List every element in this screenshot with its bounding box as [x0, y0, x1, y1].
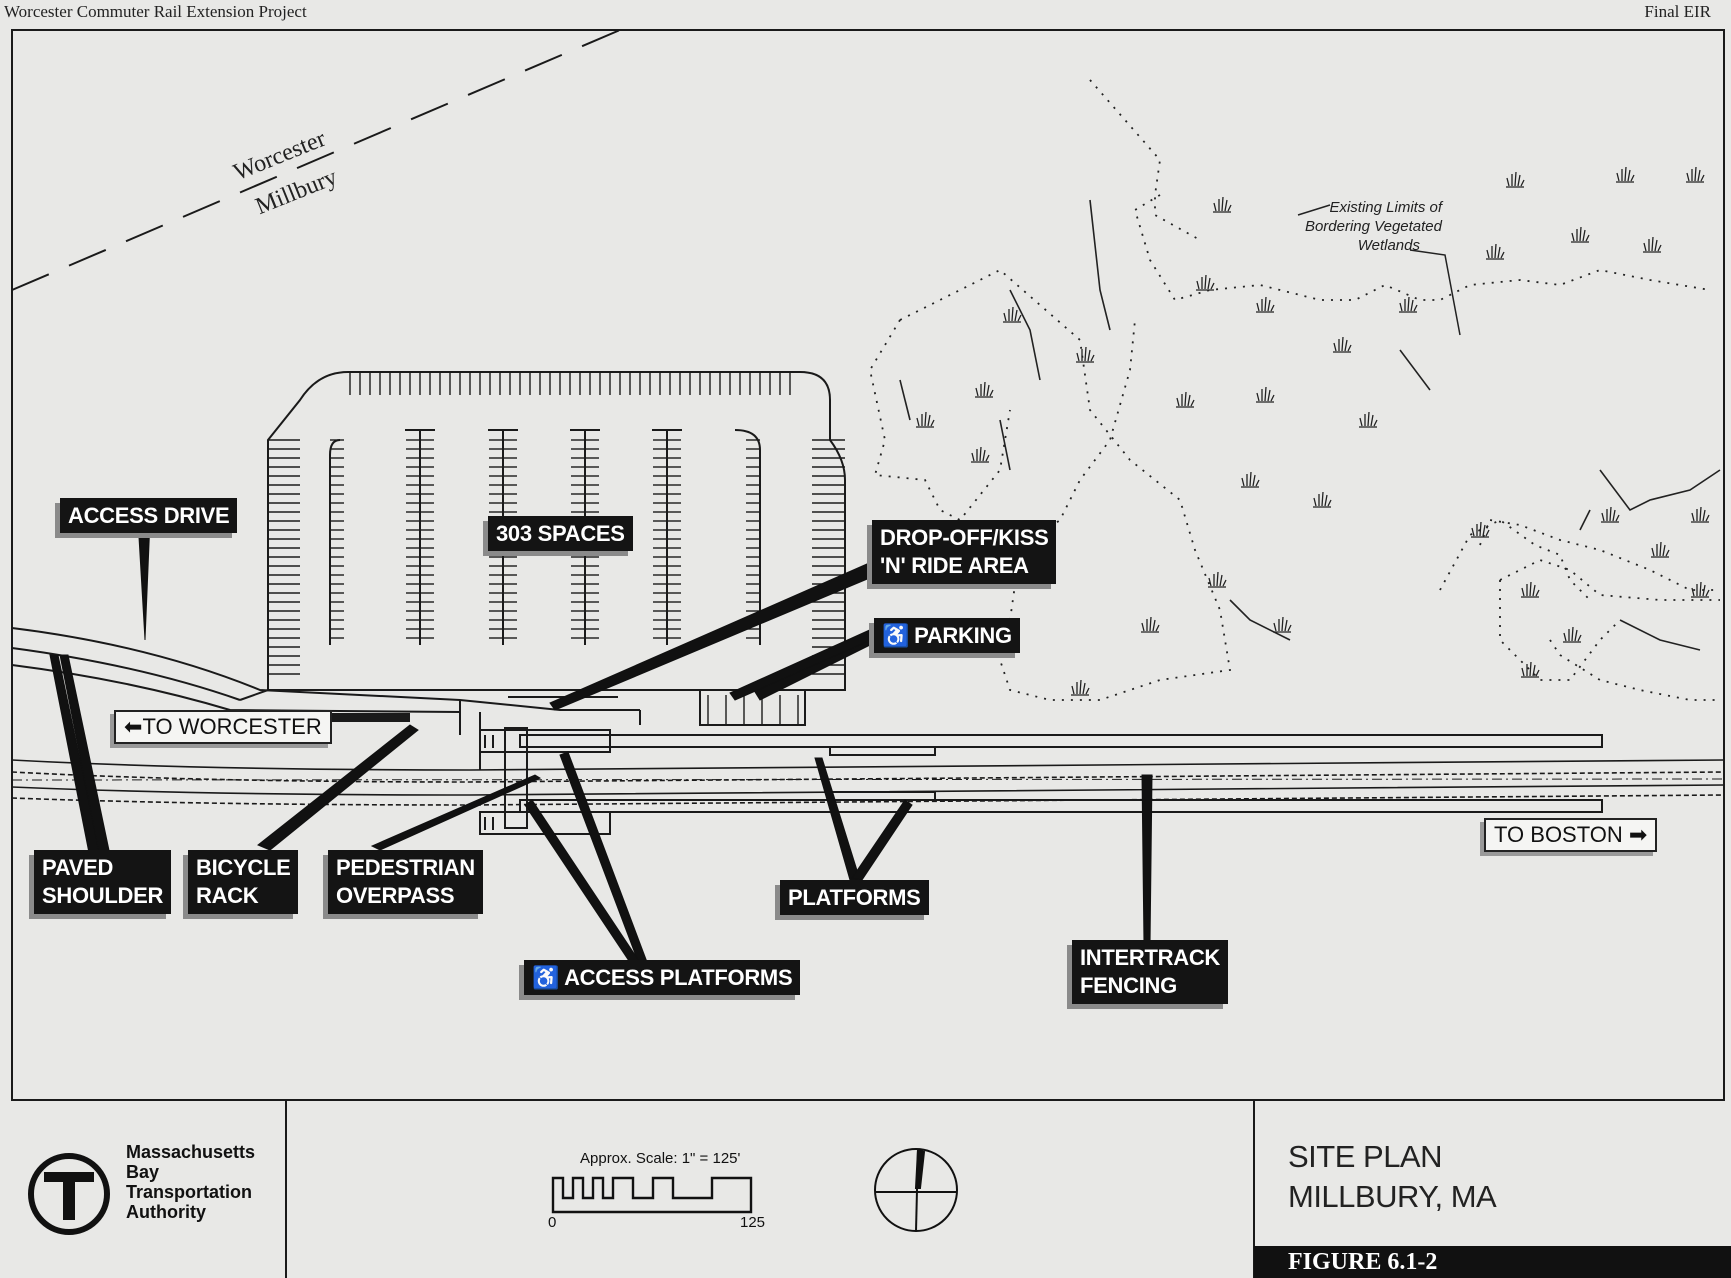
label-intertrack-line: INTERTRACK	[1080, 945, 1220, 970]
agency-name-line: Transportation	[126, 1182, 253, 1202]
parking-lot	[239, 371, 846, 701]
label-303-spaces: 303 SPACES	[488, 516, 633, 551]
wetland-boundaries	[869, 79, 1720, 701]
wheelchair-icon: ♿	[882, 623, 910, 648]
document-type: Final EIR	[1644, 2, 1711, 21]
map-frame	[11, 29, 1725, 1101]
label-access-drive-text: ACCESS DRIVE	[68, 503, 230, 528]
label-parking-text: PARKING	[914, 623, 1012, 648]
agency-name: Massachusetts Bay Transportation Authori…	[126, 1142, 255, 1222]
label-pedestrian-overpass-line: OVERPASS	[336, 883, 455, 908]
direction-to-boston: TO BOSTON ➡	[1484, 818, 1658, 852]
scale-label: Approx. Scale: 1" = 125'	[580, 1150, 741, 1167]
wetlands-note-line: Bordering Vegetated	[1304, 218, 1442, 235]
parking-aisles	[329, 429, 806, 726]
figure-title-line: SITE PLAN	[1288, 1139, 1443, 1174]
direction-to-worcester: ⬅TO WORCESTER	[114, 710, 332, 744]
scale-min: 0	[548, 1214, 557, 1231]
agency-name-line: Authority	[126, 1202, 206, 1222]
project-title: Worcester Commuter Rail Extension Projec…	[4, 2, 307, 21]
label-paved-shoulder: PAVED SHOULDER	[34, 850, 172, 914]
label-dropoff-line: 'N' RIDE AREA	[880, 553, 1029, 578]
north-arrow-icon	[874, 1148, 958, 1232]
label-platforms: PLATFORMS	[780, 880, 929, 915]
label-pedestrian-overpass-line: PEDESTRIAN	[336, 855, 475, 880]
figure-title: SITE PLAN MILLBURY, MA	[1288, 1137, 1497, 1217]
wetland-leader	[1297, 204, 1461, 336]
label-accessible-parking: ♿PARKING	[874, 618, 1020, 653]
wetlands-note-line: Wetlands	[1357, 237, 1420, 254]
label-paved-shoulder-line: PAVED	[42, 855, 114, 880]
direction-to-worcester-text: TO WORCESTER	[142, 714, 322, 739]
wetlands-note-line: Existing Limits of	[1329, 199, 1442, 216]
direction-to-boston-text: TO BOSTON	[1494, 822, 1623, 847]
scale-bar	[551, 1176, 753, 1214]
platforms	[519, 734, 1603, 813]
label-intertrack-fencing: INTERTRACK FENCING	[1072, 940, 1228, 1004]
label-access-drive: ACCESS DRIVE	[60, 498, 238, 533]
agency-name-line: Massachusetts	[126, 1142, 256, 1162]
bicycle-rack	[330, 713, 410, 722]
label-dropoff-line: DROP-OFF/KISS	[880, 525, 1049, 550]
arrow-right-icon: ➡	[1622, 822, 1648, 847]
arrow-left-icon: ⬅	[124, 714, 143, 739]
label-paved-shoulder-line: SHOULDER	[42, 883, 164, 908]
label-bicycle-rack: BICYCLE RACK	[188, 850, 299, 914]
wheelchair-icon: ♿	[532, 965, 560, 990]
figure-title-line: MILLBURY, MA	[1288, 1179, 1497, 1214]
label-platforms-text: PLATFORMS	[788, 885, 921, 910]
intertrack-fence	[11, 778, 1725, 781]
wetlands-note: Existing Limits of Bordering Vegetated W…	[1262, 198, 1442, 255]
label-spaces-text: 303 SPACES	[496, 521, 625, 546]
label-intertrack-line: FENCING	[1080, 973, 1177, 998]
figure-number: FIGURE 6.1-2	[1254, 1246, 1731, 1278]
scale-max: 125	[740, 1214, 766, 1231]
label-accessible-platforms: ♿ACCESS PLATFORMS	[524, 960, 801, 995]
agency-name-line: Bay	[126, 1162, 160, 1182]
label-access-platforms-text: ACCESS PLATFORMS	[564, 965, 793, 990]
label-bicycle-rack-line: RACK	[196, 883, 259, 908]
rail-tracks	[11, 759, 1725, 806]
access-drive	[11, 627, 641, 770]
wetland-edges	[899, 199, 1721, 651]
label-dropoff-area: DROP-OFF/KISS 'N' RIDE AREA	[872, 520, 1057, 584]
town-boundary-line	[11, 29, 621, 291]
mbta-logo-icon	[28, 1153, 110, 1235]
label-bicycle-rack-line: BICYCLE	[196, 855, 291, 880]
leader-lines	[49, 519, 1153, 974]
label-pedestrian-overpass: PEDESTRIAN OVERPASS	[328, 850, 483, 914]
